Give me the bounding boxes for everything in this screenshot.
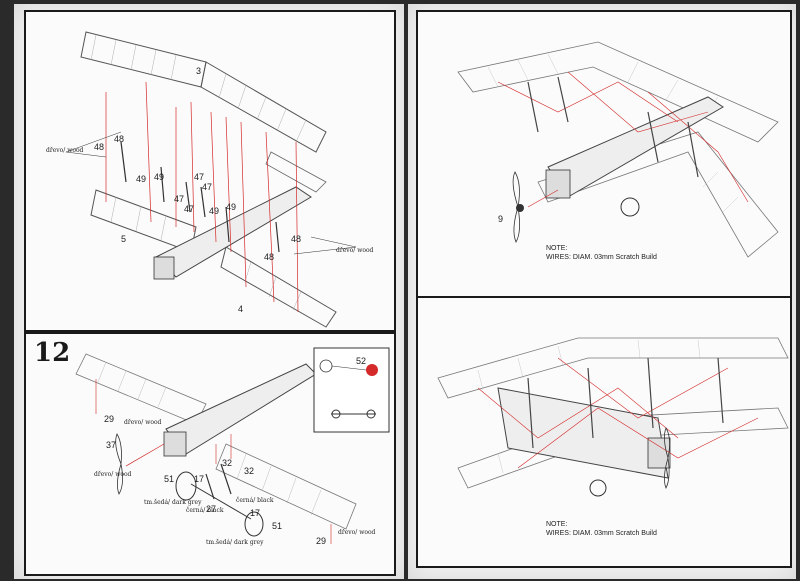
part-51-label: 51 xyxy=(272,521,282,531)
part-48-label: 48 xyxy=(291,234,301,244)
part-3-label: 3 xyxy=(196,66,201,76)
part-48-label: 48 xyxy=(264,252,274,262)
note-title: NOTE: xyxy=(546,521,568,528)
part-47-label: 47 xyxy=(184,204,194,214)
part-4-label: 4 xyxy=(238,304,243,314)
part-32-label: 32 xyxy=(222,458,232,468)
color-note-wood: dřevo/ wood xyxy=(94,471,132,478)
color-note-black: černá/ black xyxy=(186,507,224,514)
part-29-label: 29 xyxy=(104,414,114,424)
color-note-dark-grey: tm.šedá/ dark grey xyxy=(206,539,264,546)
wing-assembly-diagram: 3 48 48 49 49 47 47 47 47 49 49 5 48 48 … xyxy=(46,31,374,328)
undercarriage-assembly-diagram: 52 29 37 51 17 27 32 32 17 51 29 dřevo/ … xyxy=(75,347,390,546)
note-text: WIRES: DIAM. 03mm Scratch Build xyxy=(546,254,657,261)
part-47-label: 47 xyxy=(194,172,204,182)
rigging-panel-top: 9 NOTE: WIRES: DIAM. 03mm Scratch Build xyxy=(416,10,792,298)
part-37-label: 37 xyxy=(106,440,116,450)
part-9-label: 9 xyxy=(498,214,503,224)
part-49-label: 49 xyxy=(154,172,164,182)
wire-note: NOTE: WIRES: DIAM. 03mm Scratch Build xyxy=(546,520,657,538)
rigging-diagram-top: 9 xyxy=(457,41,779,258)
part-49-label: 49 xyxy=(209,206,219,216)
right-instruction-page: 9 NOTE: WIRES: DIAM. 03mm Scratch Build xyxy=(408,4,796,579)
wire-note: NOTE: WIRES: DIAM. 03mm Scratch Build xyxy=(546,244,657,262)
part-29-label: 29 xyxy=(316,536,326,546)
part-27-label: 27 xyxy=(206,504,216,514)
color-note-wood: dřevo/ wood xyxy=(338,529,376,536)
color-note-wood: dřevo/ wood xyxy=(336,247,374,254)
part-48-label: 48 xyxy=(94,142,104,152)
part-47-label: 47 xyxy=(174,194,184,204)
assembly-panel-wings: 3 48 48 49 49 47 47 47 47 49 49 5 48 48 … xyxy=(24,10,396,332)
part-52-label: 52 xyxy=(356,356,366,366)
rigging-panel-bottom: NOTE: WIRES: DIAM. 03mm Scratch Build xyxy=(416,296,792,568)
color-note-wood: dřevo/ wood xyxy=(124,419,162,426)
color-note-black: černá/ black xyxy=(236,497,274,504)
part-48-label: 48 xyxy=(114,134,124,144)
note-text: WIRES: DIAM. 03mm Scratch Build xyxy=(546,530,657,537)
part-17-label: 17 xyxy=(194,474,204,484)
part-49-label: 49 xyxy=(136,174,146,184)
step-number: 12 xyxy=(34,338,71,368)
part-49-label: 49 xyxy=(226,202,236,212)
part-51-label: 51 xyxy=(164,474,174,484)
color-note-dark-grey: tm.šedá/ dark grey xyxy=(144,499,202,506)
assembly-panel-step-12: 12 xyxy=(24,332,396,576)
rigging-diagram-bottom xyxy=(437,337,789,497)
left-instruction-page: 3 48 48 49 49 47 47 47 47 49 49 5 48 48 … xyxy=(14,4,404,579)
part-47-label: 47 xyxy=(202,182,212,192)
color-note-wood: dřevo/ wood xyxy=(46,147,84,154)
part-32-label: 32 xyxy=(244,466,254,476)
part-5-label: 5 xyxy=(121,234,126,244)
part-17-label: 17 xyxy=(250,508,260,518)
note-title: NOTE: xyxy=(546,245,568,252)
